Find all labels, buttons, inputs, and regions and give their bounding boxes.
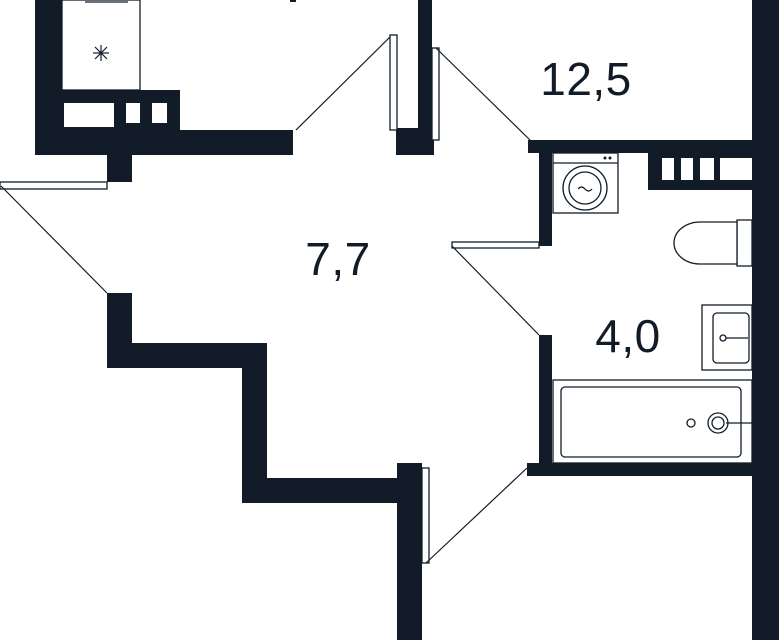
wall-step-2 xyxy=(107,343,267,368)
room-area-label: 12,5 xyxy=(540,53,632,105)
entrance-door xyxy=(0,181,108,294)
wall-kitchen-left xyxy=(35,0,62,155)
bathroom-door xyxy=(451,241,540,336)
stove-icon xyxy=(93,45,109,61)
wall-exterior-right xyxy=(752,0,779,640)
washing-machine-icon xyxy=(552,152,619,214)
wall-kitchen-right xyxy=(290,0,296,2)
walls xyxy=(35,0,779,640)
sink-icon xyxy=(701,304,753,371)
wall-stub-left xyxy=(107,150,132,182)
bathroom-fixtures xyxy=(552,152,753,464)
bathroom-area-label: 4,0 xyxy=(595,310,660,362)
wall-step-4 xyxy=(242,478,422,503)
bathtub-icon xyxy=(552,379,753,464)
kitchen-door xyxy=(295,34,398,131)
kitchen-fixtures xyxy=(61,0,180,132)
wall-bath-left-lower xyxy=(539,335,552,475)
room-door xyxy=(431,47,531,141)
wall-kitchen-bottom xyxy=(35,130,293,155)
toilet-icon xyxy=(673,219,753,267)
doors xyxy=(0,34,540,564)
wall-bath-bottom xyxy=(527,463,779,476)
wall-center-column xyxy=(418,0,432,150)
bottom-door xyxy=(421,467,528,564)
wall-bath-left-upper xyxy=(539,140,552,246)
hall-area-label: 7,7 xyxy=(305,233,370,285)
wall-room-bottom xyxy=(528,140,779,153)
wall-step-3 xyxy=(242,343,267,503)
wall-bottom-center xyxy=(397,463,422,640)
